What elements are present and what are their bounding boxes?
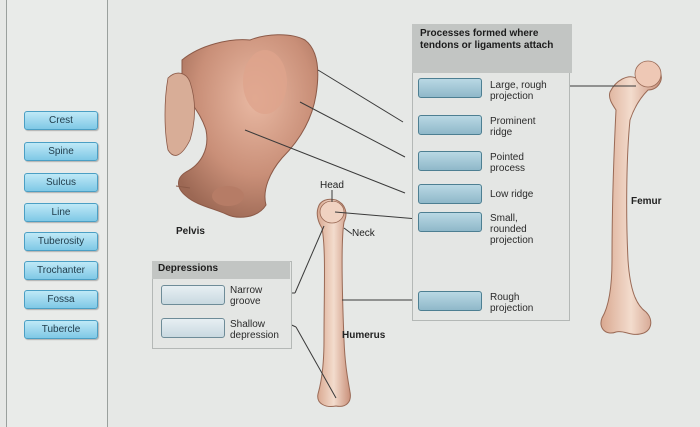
row-label-narrow-groove: Narrow groove xyxy=(230,285,263,307)
depressions-panel-header: Depressions xyxy=(152,261,290,279)
drop-zone-shallow-depression[interactable] xyxy=(161,318,225,338)
drop-zone-narrow-groove[interactable] xyxy=(161,285,225,305)
row-label-large-rough-projection: Large, rough projection xyxy=(490,80,547,102)
row-label-low-ridge: Low ridge xyxy=(490,189,534,200)
row-label-rough-projection: Rough projection xyxy=(490,292,534,314)
row-label-shallow-depression: Shallow depression xyxy=(230,319,279,341)
word-sulcus-button[interactable]: Sulcus xyxy=(24,173,98,192)
drop-zone-pointed-process[interactable] xyxy=(418,151,482,171)
word-line-button[interactable]: Line xyxy=(24,203,98,222)
drop-zone-rough-projection[interactable] xyxy=(418,291,482,311)
drop-zone-prominent-ridge[interactable] xyxy=(418,115,482,135)
pelvis-illustration xyxy=(164,34,319,218)
word-fossa-button[interactable]: Fossa xyxy=(24,290,98,309)
word-tuberosity-button[interactable]: Tuberosity xyxy=(24,232,98,251)
femur-label: Femur xyxy=(631,196,662,207)
processes-panel xyxy=(412,24,570,321)
processes-panel-header: Processes formed where tendons or ligame… xyxy=(412,24,572,73)
word-crest-button[interactable]: Crest xyxy=(24,111,98,130)
drop-zone-small-rounded-projection[interactable] xyxy=(418,212,482,232)
femur-illustration xyxy=(600,60,662,335)
word-trochanter-button[interactable]: Trochanter xyxy=(24,261,98,280)
head-label: Head xyxy=(320,180,344,191)
drop-zone-low-ridge[interactable] xyxy=(418,184,482,204)
humerus-label: Humerus xyxy=(342,330,386,341)
row-label-prominent-ridge: Prominent ridge xyxy=(490,116,536,138)
row-label-pointed-process: Pointed process xyxy=(490,152,526,174)
neck-label: Neck xyxy=(352,228,375,239)
word-tubercle-button[interactable]: Tubercle xyxy=(24,320,98,339)
drop-zone-large-rough-projection[interactable] xyxy=(418,78,482,98)
word-spine-button[interactable]: Spine xyxy=(24,142,98,161)
pelvis-label: Pelvis xyxy=(176,226,205,237)
row-label-small-rounded-projection: Small, rounded projection xyxy=(490,213,534,246)
